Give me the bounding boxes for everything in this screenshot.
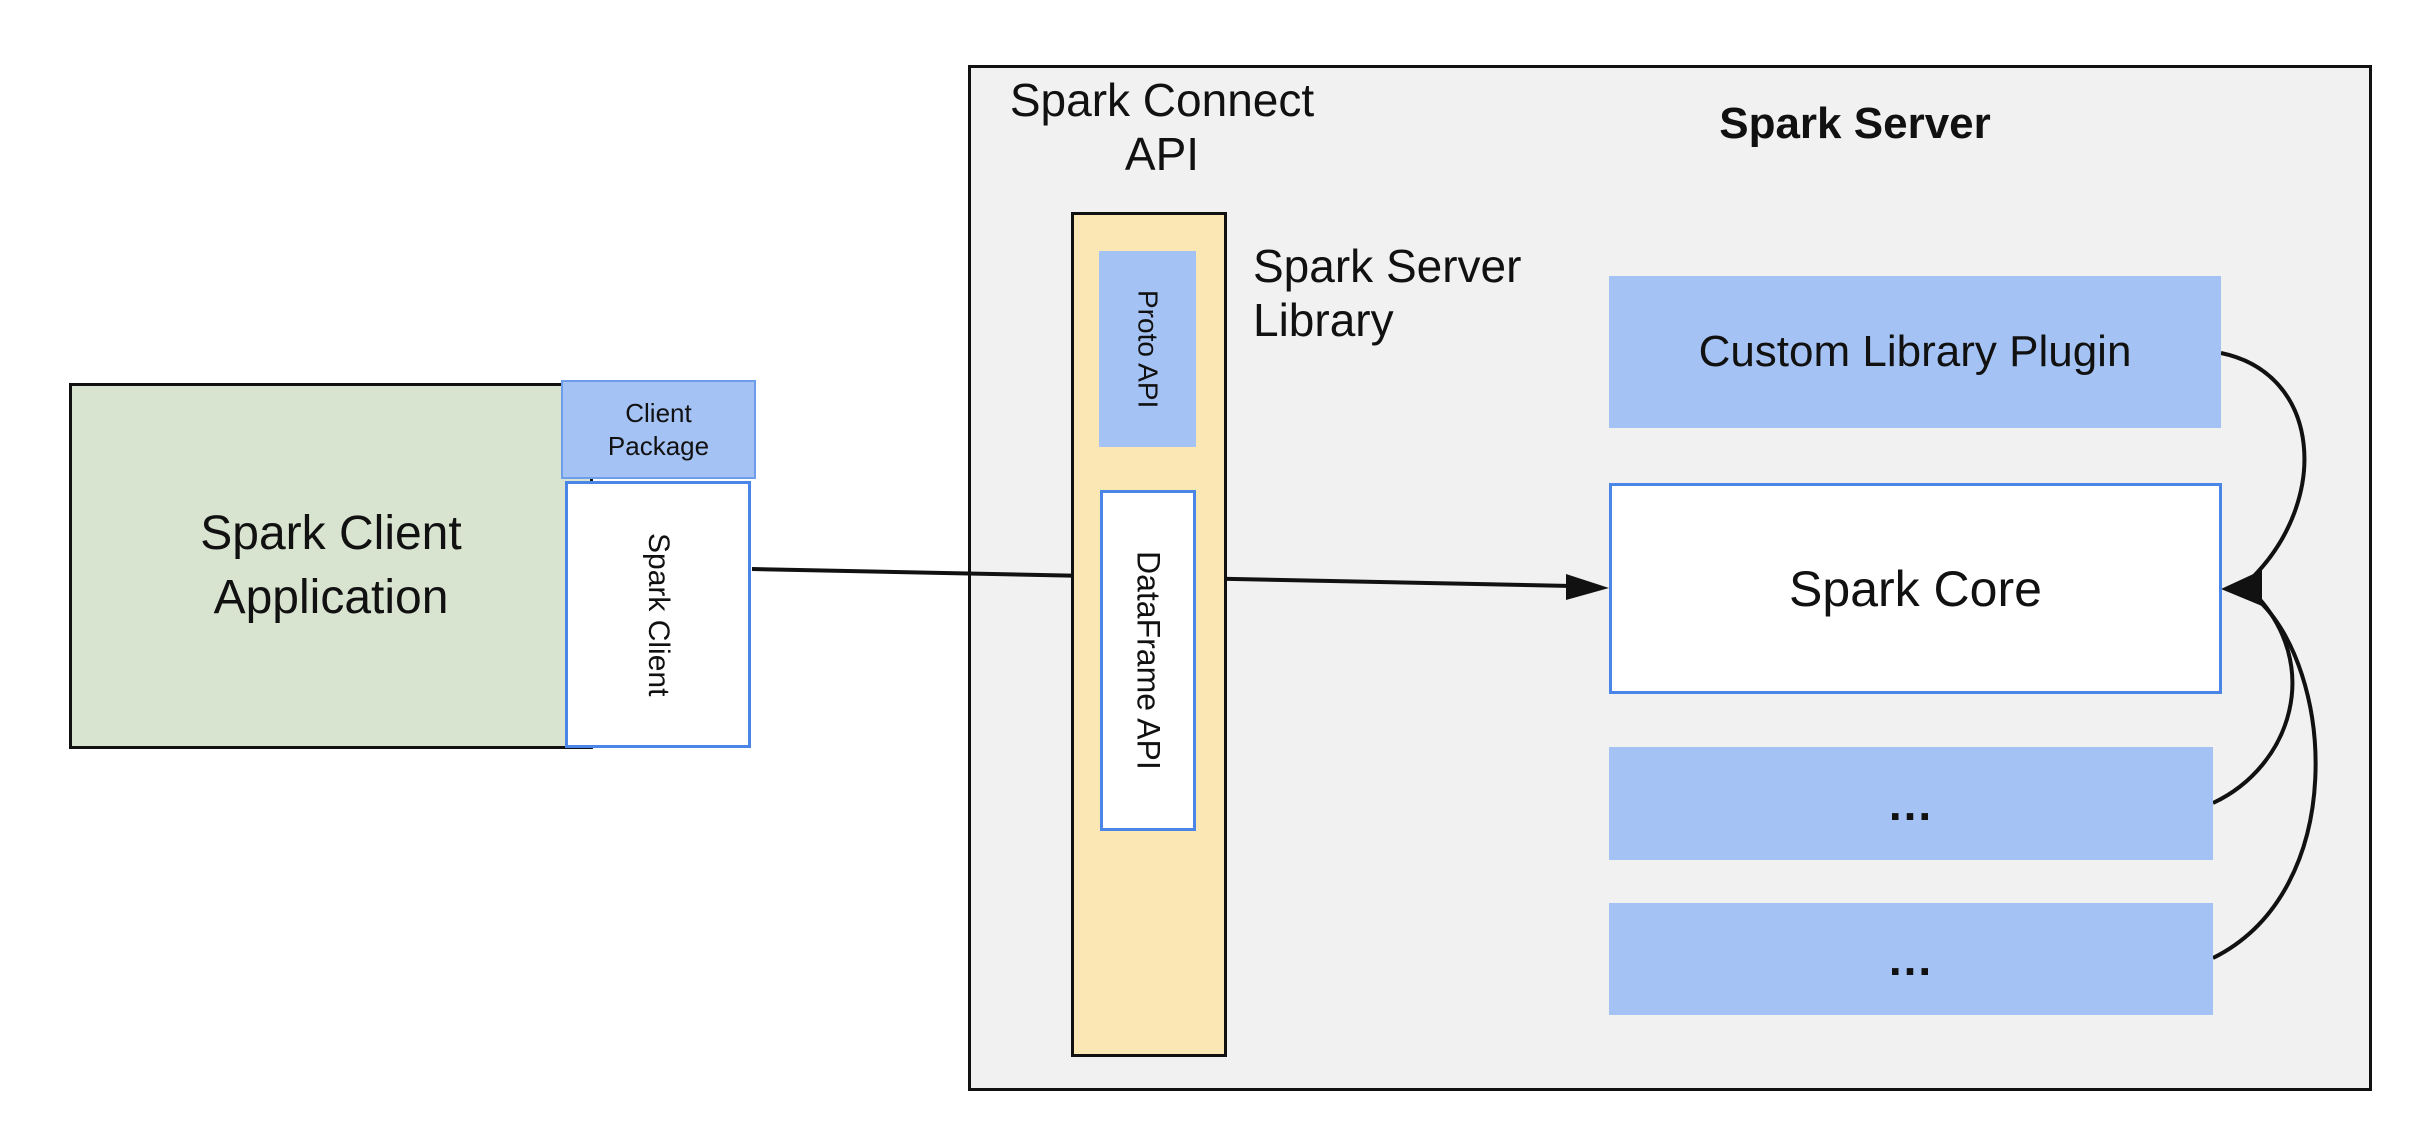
spark-core-box: Spark Core: [1609, 483, 2222, 694]
dataframe-api-box: DataFrame API: [1100, 490, 1196, 831]
custom-library-plugin-box: Custom Library Plugin: [1609, 276, 2221, 428]
spark-client-application-box: Spark Client Application: [69, 383, 593, 749]
plugin-slot-1-box: ...: [1609, 747, 2213, 860]
proto-api-label: Proto API: [1132, 289, 1164, 409]
spark-client-box: Spark Client: [565, 481, 751, 748]
spark-server-library-label: Spark Server Library: [1253, 240, 1522, 346]
spark-core-label: Spark Core: [1789, 560, 2042, 617]
proto-api-box: Proto API: [1099, 251, 1196, 447]
spark-connect-api-label: Spark Connect API: [1009, 74, 1315, 180]
plugin-slot-2-label: ...: [1888, 933, 1934, 985]
client-package-box: Client Package: [561, 380, 756, 479]
dataframe-api-label: DataFrame API: [1130, 551, 1167, 770]
spark-server-title: Spark Server: [1719, 99, 1991, 148]
custom-library-plugin-label: Custom Library Plugin: [1698, 327, 2132, 376]
plugin-slot-2-box: ...: [1609, 903, 2213, 1015]
plugin-slot-1-label: ...: [1888, 777, 1934, 830]
spark-client-label: Spark Client: [642, 532, 675, 697]
